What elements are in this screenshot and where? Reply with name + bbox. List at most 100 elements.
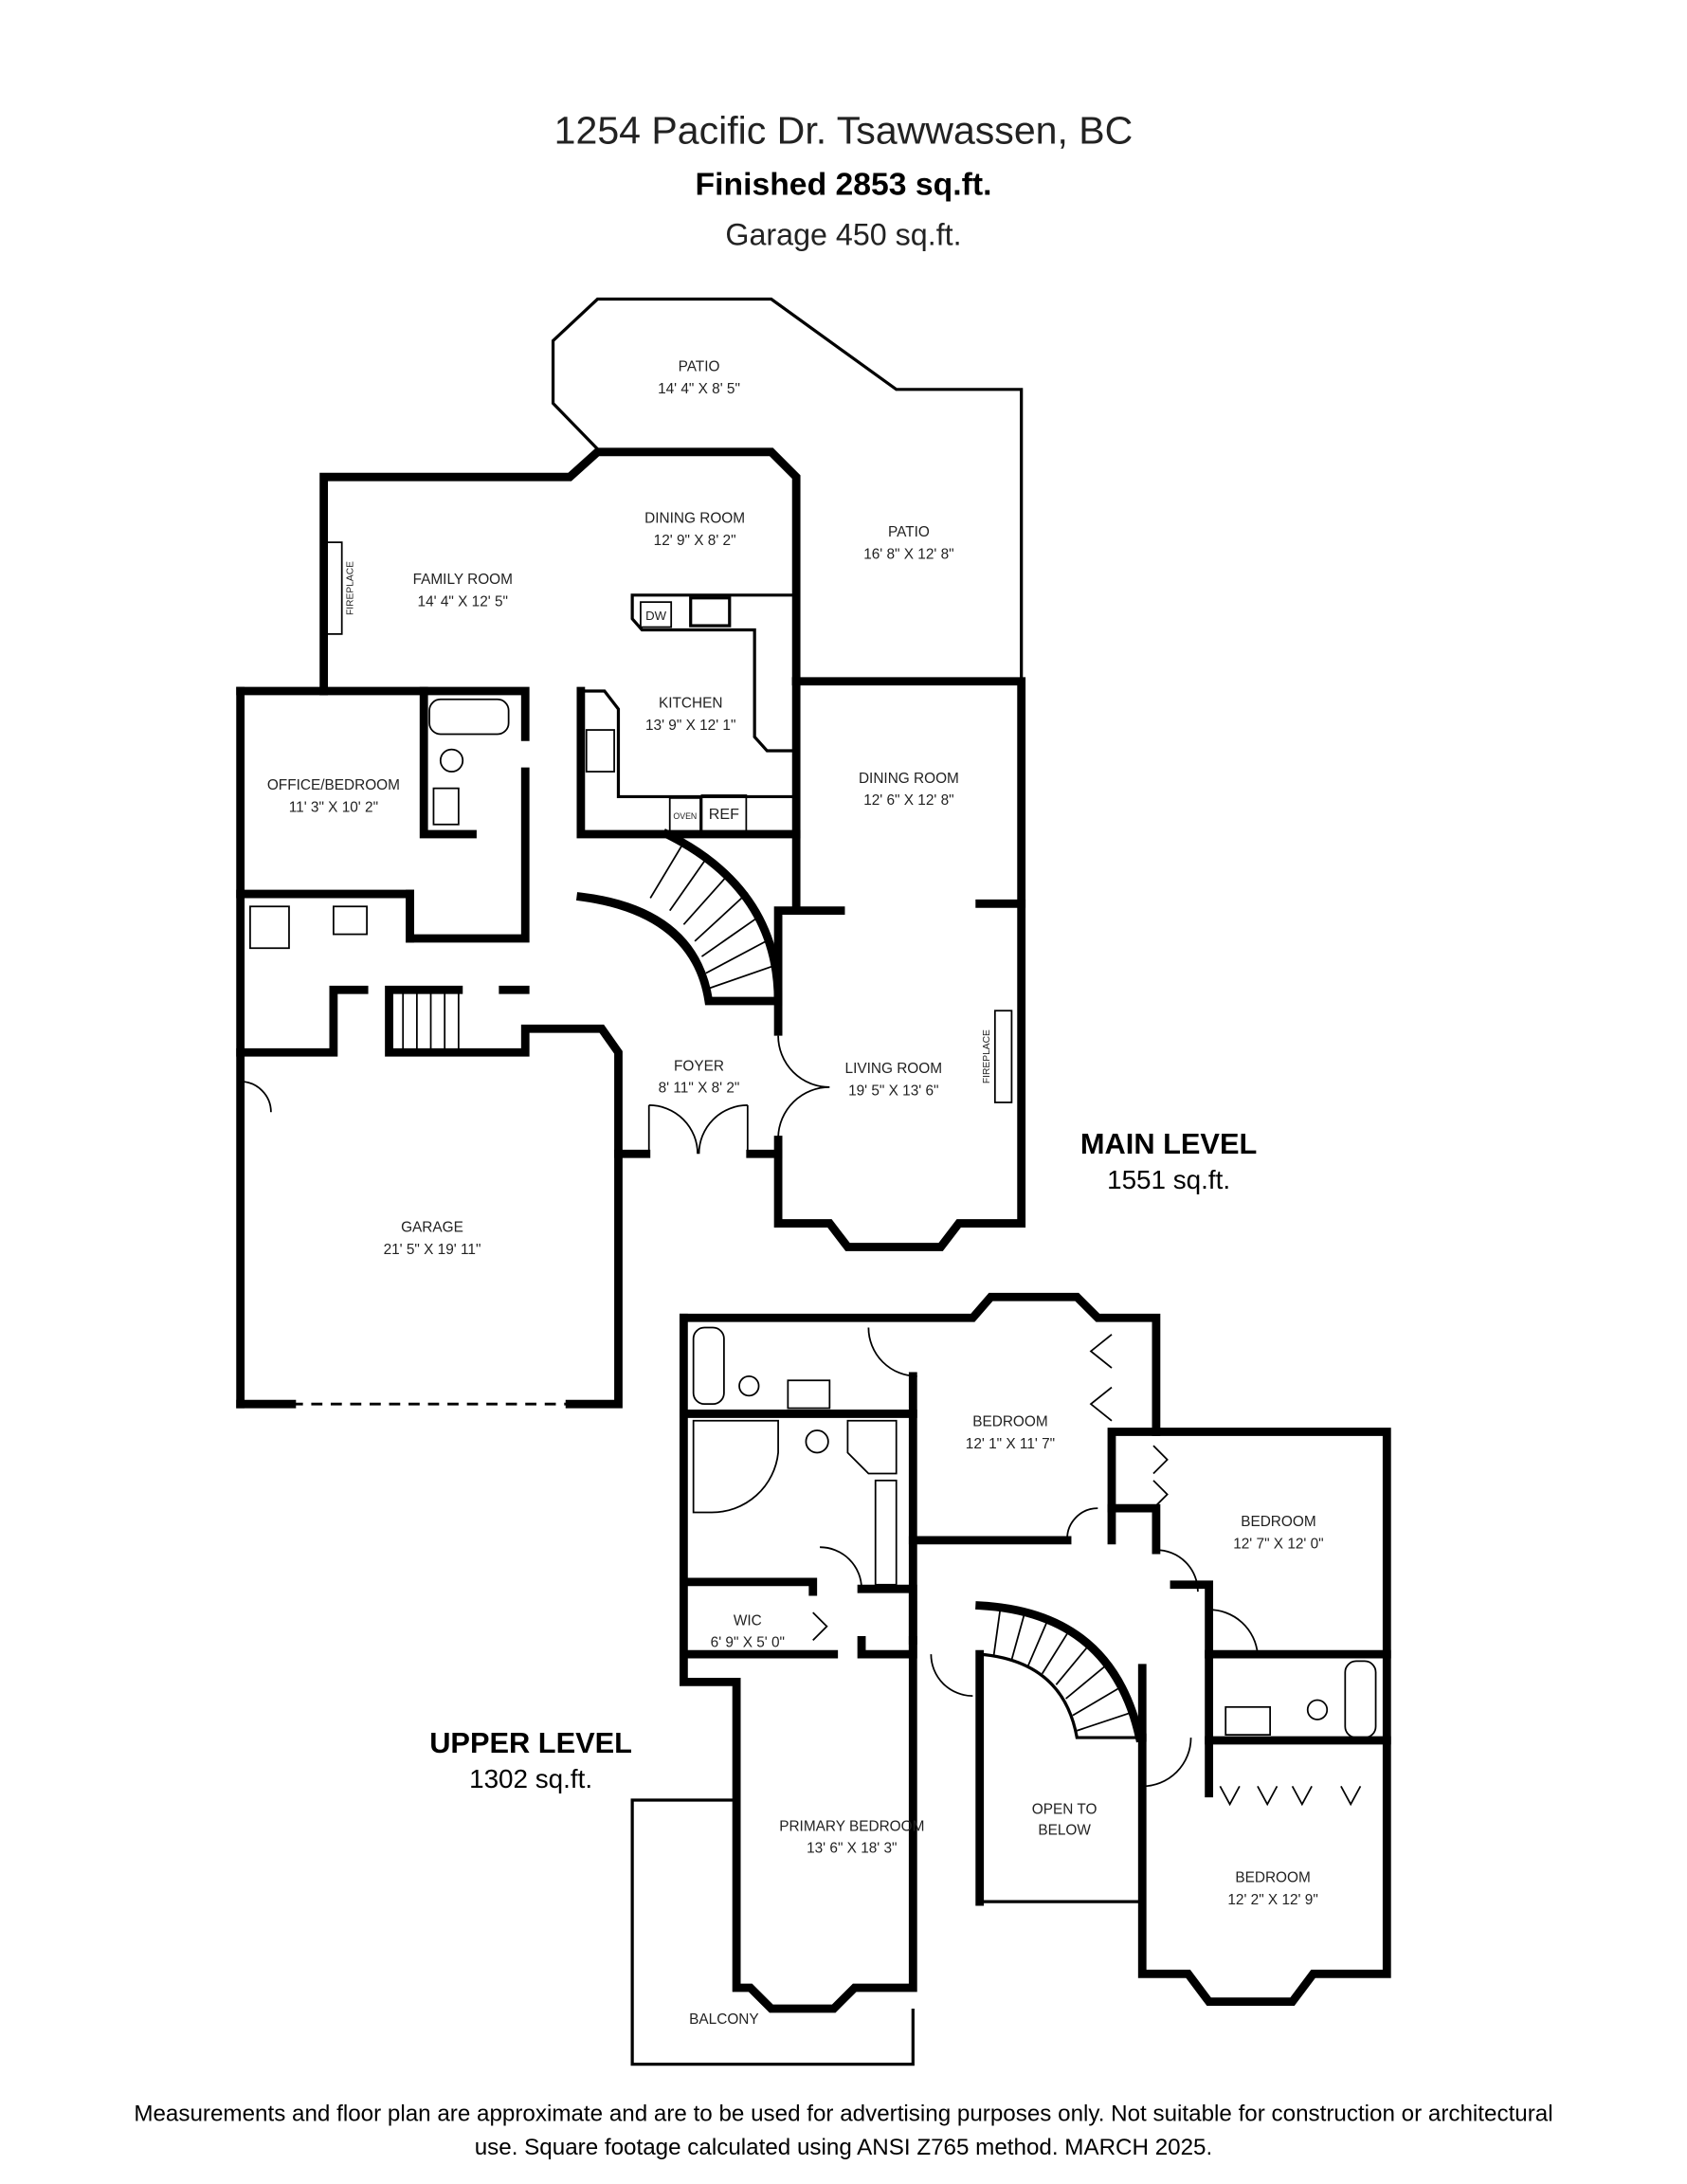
door-swing (1155, 1549, 1199, 1592)
address-title: 1254 Pacific Dr. Tsawwassen, BC (554, 108, 1134, 152)
wall (319, 686, 530, 741)
upper-stairs[interactable] (975, 1601, 1145, 1743)
wall (1205, 1649, 1391, 1745)
laundry-sink-icon (333, 905, 368, 936)
room-name: PATIO (888, 524, 930, 540)
wall (1107, 1428, 1161, 1545)
door-swing (867, 1327, 917, 1377)
shower-icon (846, 1419, 898, 1475)
wall (236, 767, 530, 943)
wall (679, 1313, 917, 2013)
disclaimer-line-2: use. Square footage calculated using ANS… (475, 2135, 1213, 2160)
room-dims: 11' 3" X 10' 2" (289, 800, 378, 816)
wall (236, 985, 369, 1057)
door-swing (1142, 1738, 1192, 1788)
door-swing (1066, 1507, 1098, 1540)
room-name: BALCONY (689, 2011, 758, 2028)
room-dims: 21' 5" X 19' 11" (384, 1242, 481, 1258)
upper-level-plan (630, 1292, 1391, 2066)
room-dims: 12' 2" X 12' 9" (1227, 1892, 1317, 1908)
garage-area: Garage 450 sq.ft. (725, 217, 961, 251)
door-swing (240, 1081, 272, 1113)
soaker-tub-icon (692, 1419, 779, 1514)
closet-doors (1089, 1334, 1113, 1422)
main-level-title: MAIN LEVEL (1080, 1127, 1257, 1160)
dishwasher (640, 601, 673, 628)
wall (679, 1292, 1391, 2007)
refrigerator-label: REF (709, 806, 739, 823)
room-name: BEDROOM (1235, 1870, 1310, 1886)
garage-stairs (388, 989, 460, 1054)
refrigerator (700, 794, 748, 832)
bathtub-icon (428, 698, 510, 736)
sink-icon (787, 1379, 831, 1410)
bathtub-icon (692, 1326, 725, 1406)
room-dims: 8' 11" X 8' 2" (659, 1081, 740, 1097)
double-vanity-icon (874, 1479, 898, 1586)
closet-doors (1152, 1445, 1169, 1509)
living-room-door[interactable] (777, 1035, 830, 1138)
closet-doors (812, 1611, 828, 1642)
door-swing (1208, 1609, 1259, 1655)
room-dims: 14' 4" X 8' 5" (658, 381, 740, 397)
washer-icon (249, 905, 290, 950)
oven-label: OVEN (673, 811, 697, 821)
upper-level-labels: BEDROOM 12' 1" X 11' 7" BEDROOM 12' 7" X… (689, 1414, 1323, 2028)
bathtub-icon (1344, 1660, 1377, 1738)
room-dims: 13' 6" X 18' 3" (807, 1841, 897, 1857)
wall (773, 677, 1026, 1251)
fireplace-label: FIREPLACE (345, 561, 355, 615)
balcony-outline (630, 1798, 915, 2066)
upper-level-area: 1302 sq.ft. (469, 1764, 592, 1793)
room-name: GARAGE (401, 1219, 463, 1235)
wall (319, 447, 801, 696)
room-name: OPEN TO (1032, 1802, 1097, 1818)
room-name: DINING ROOM (859, 771, 959, 787)
main-level-plan: DW OVEN REF FIREPLACE FIREPLACE (236, 297, 1026, 1409)
front-door[interactable] (647, 1104, 749, 1155)
sink-icon (432, 787, 460, 826)
upper-level-title: UPPER LEVEL (429, 1726, 632, 1759)
sink-icon (689, 596, 732, 628)
disclaimer-line-1: Measurements and floor plan are approxim… (134, 2102, 1552, 2127)
wall (773, 906, 845, 1036)
room-dims: 12' 7" X 12' 0" (1233, 1537, 1323, 1553)
room-name: WIC (734, 1612, 762, 1629)
stove-icon (585, 729, 615, 773)
fireplace-living (993, 1010, 1013, 1103)
room-name: DINING ROOM (644, 511, 745, 527)
room-dims: 19' 5" X 13' 6" (848, 1083, 938, 1100)
room-name: OFFICE/BEDROOM (267, 777, 400, 793)
room-name: LIVING ROOM (845, 1061, 943, 1077)
toilet-icon (738, 1374, 760, 1397)
dishwasher-label: DW (645, 609, 667, 623)
room-dims: 14' 4" X 12' 5" (418, 594, 508, 610)
door-swing (820, 1546, 862, 1590)
fireplace-family (324, 541, 343, 635)
door-swing (930, 1654, 973, 1697)
toilet-icon (439, 748, 464, 773)
room-name: KITCHEN (659, 696, 722, 712)
oven (668, 797, 701, 832)
wall (1107, 1503, 1161, 1555)
toilet-icon (805, 1429, 829, 1454)
room-name: BEDROOM (972, 1414, 1047, 1430)
main-stairs[interactable] (575, 828, 783, 1006)
room-dims: 13' 9" X 12' 1" (645, 718, 735, 734)
toilet-icon (1306, 1699, 1329, 1720)
wall (1170, 1580, 1391, 1659)
wall (857, 1584, 917, 1659)
main-level-area: 1551 sq.ft. (1107, 1165, 1230, 1194)
room-name: PRIMARY BEDROOM (779, 1818, 924, 1834)
room-dims: 12' 1" X 11' 7" (966, 1436, 1055, 1452)
kitchen-counter (580, 689, 797, 799)
room-dims: 12' 6" X 12' 8" (863, 792, 953, 809)
room-name: FAMILY ROOM (413, 572, 513, 588)
wall (679, 1577, 818, 1596)
room-dims: 16' 8" X 12' 8" (863, 547, 953, 563)
room-name: PATIO (679, 359, 720, 375)
finished-area: Finished 2853 sq.ft. (696, 167, 992, 203)
room-name: BEDROOM (1241, 1514, 1315, 1530)
main-level-labels: PATIO 14' 4" X 8' 5" DINING ROOM 12' 9" … (267, 359, 959, 1258)
